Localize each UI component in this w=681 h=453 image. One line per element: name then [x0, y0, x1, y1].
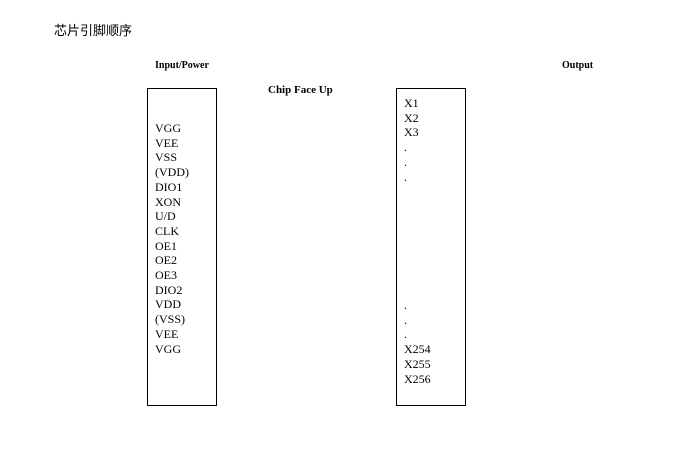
- input-pin: VSS: [155, 150, 178, 165]
- input-pin: VEE: [155, 326, 179, 341]
- input-pin-list: VGG VEE VSS (VDD) DIO1 XON U/D CLK OE1 O…: [155, 121, 189, 356]
- input-pin: OE1: [155, 238, 177, 253]
- output-pin-box: [396, 88, 466, 406]
- output-label: Output: [562, 60, 594, 71]
- output-pin-ellipsis: .: [404, 327, 407, 341]
- input-pin: OE3: [155, 268, 177, 283]
- input-pin: (VSS): [155, 312, 186, 327]
- output-pin: X3: [404, 125, 419, 139]
- input-pin: VGG: [155, 341, 181, 356]
- output-pin-ellipsis: .: [404, 155, 407, 169]
- input-pin: (VDD): [155, 165, 189, 180]
- input-pin: CLK: [155, 223, 179, 238]
- input-pin: VEE: [155, 135, 179, 150]
- output-pin: X1: [404, 96, 419, 110]
- input-power-label: Input/Power: [155, 60, 209, 71]
- input-pin: DIO1: [155, 179, 183, 194]
- input-pin-box: [147, 88, 217, 406]
- output-pin-ellipsis: .: [404, 140, 407, 154]
- output-pin: X254: [404, 342, 431, 356]
- input-pin: VDD: [155, 297, 181, 312]
- output-pin: X256: [404, 372, 431, 386]
- input-pin: OE2: [155, 253, 177, 268]
- output-pin-ellipsis: .: [404, 170, 407, 184]
- input-pin: U/D: [155, 209, 176, 224]
- page-title: 芯片引脚顺序: [54, 24, 133, 39]
- input-pin: XON: [155, 194, 181, 209]
- output-pin-ellipsis: .: [404, 298, 407, 312]
- output-pin: X255: [404, 357, 431, 371]
- output-pin: X2: [404, 111, 419, 125]
- output-pin-ellipsis: .: [404, 313, 407, 327]
- chip-face-up-label: Chip Face Up: [268, 84, 333, 96]
- input-pin: VGG: [155, 121, 181, 135]
- input-pin: DIO2: [155, 282, 183, 297]
